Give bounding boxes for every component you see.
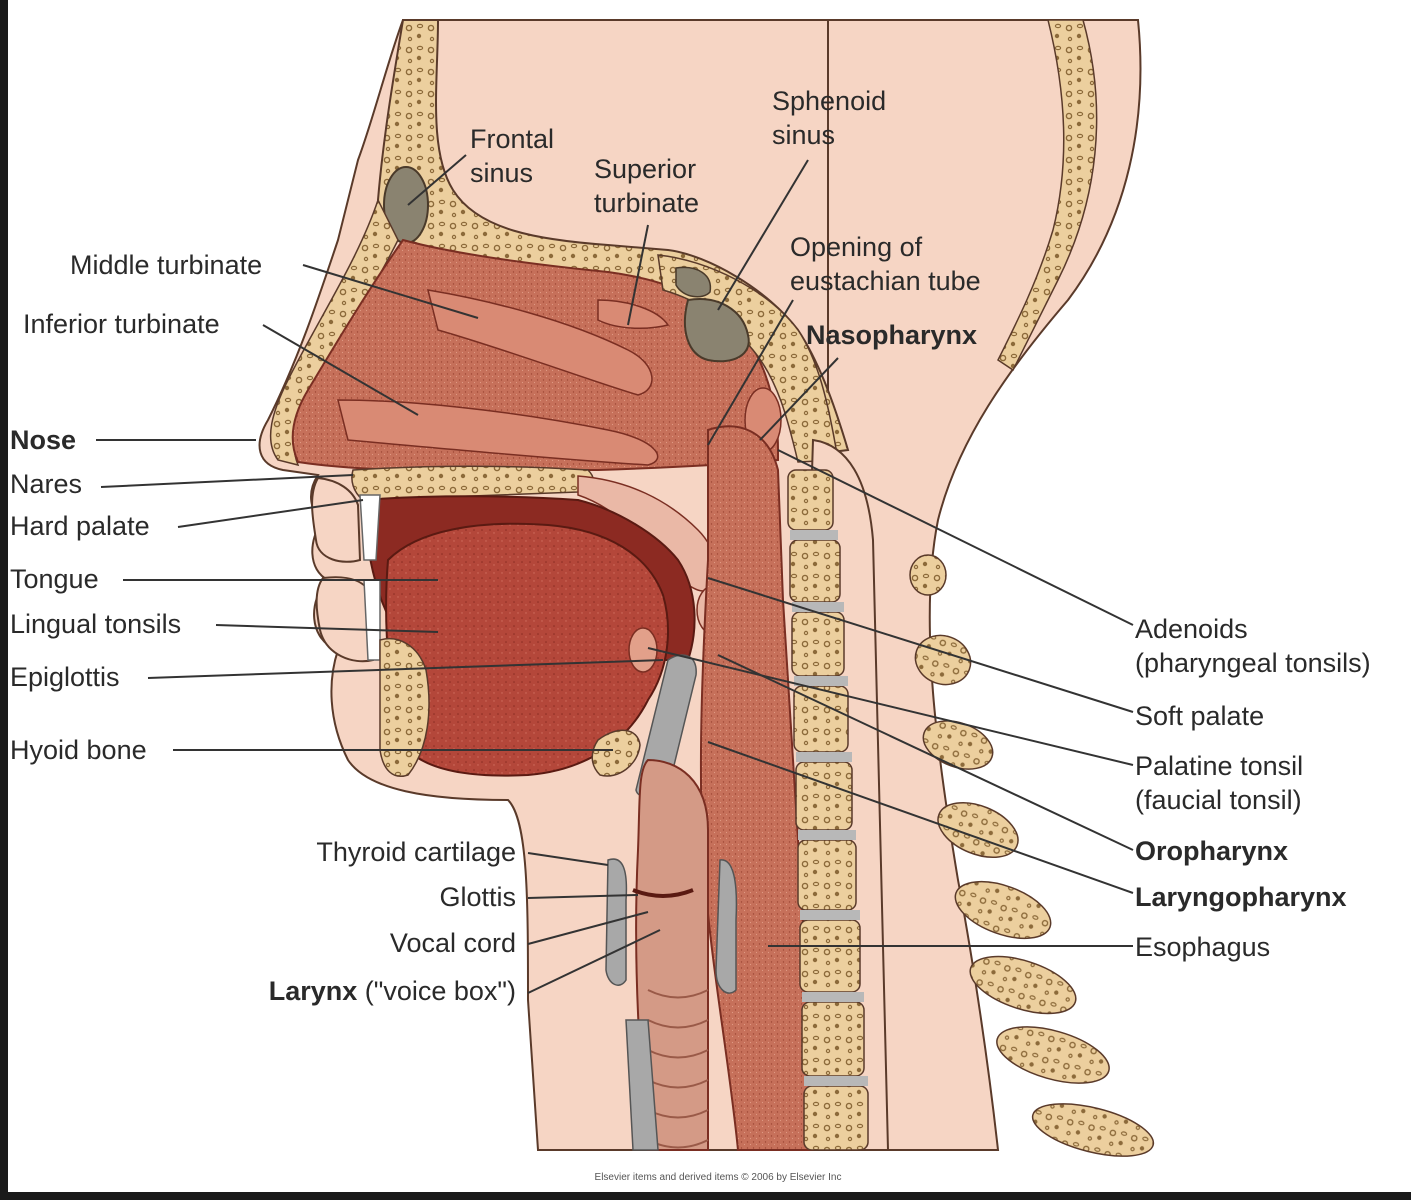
anatomy-illustration <box>96 19 1155 1157</box>
label-palatine-tonsil-line2: (faucial tonsil) <box>1135 785 1302 815</box>
image-border-left <box>0 0 8 1200</box>
copyright-credit: Elsevier items and derived items © 2006 … <box>594 1172 842 1183</box>
label-vocal-cord: Vocal cord <box>389 928 516 958</box>
label-epiglottis: Epiglottis <box>10 662 120 692</box>
label-laryngopharynx: Laryngopharynx <box>1135 882 1347 912</box>
spinous-processes <box>909 554 1155 1157</box>
label-superior-turbinate: Superior turbinate <box>594 152 699 220</box>
label-adenoids: Adenoids (pharyngeal tonsils) <box>1135 612 1371 680</box>
label-frontal-sinus-line2: sinus <box>470 158 534 188</box>
label-nasopharynx: Nasopharynx <box>806 320 978 350</box>
label-larynx-rest: ("voice box") <box>357 976 516 1006</box>
label-inferior-turbinate: Inferior turbinate <box>23 309 220 339</box>
neck-back-skin <box>827 19 1142 1151</box>
sphenoid-sinus-cavity <box>683 298 750 363</box>
label-lingual-tonsils: Lingual tonsils <box>10 609 182 639</box>
label-sphenoid-sinus-line1: Sphenoid <box>772 86 887 116</box>
cricoid-cartilage-shape <box>715 859 738 994</box>
mandible-bone <box>379 638 430 777</box>
label-middle-turbinate: Middle turbinate <box>70 250 263 280</box>
label-oropharynx: Oropharynx <box>1135 836 1289 866</box>
hyoid-shape <box>591 729 641 777</box>
label-palatine-tonsil-line1: Palatine tonsil <box>1135 751 1304 781</box>
vocal-cord-shape <box>632 888 694 898</box>
label-hyoid-bone: Hyoid bone <box>10 735 147 765</box>
label-adenoids-line1: Adenoids <box>1135 614 1248 644</box>
label-superior-turbinate-line1: Superior <box>594 154 697 184</box>
occipital-bone <box>997 19 1098 372</box>
sphenoid-sinus-small <box>675 266 712 298</box>
label-nares: Nares <box>10 469 83 499</box>
image-border-bottom <box>0 1192 1411 1200</box>
label-superior-turbinate-line2: turbinate <box>594 188 700 218</box>
label-adenoids-line2: (pharyngeal tonsils) <box>1135 648 1371 678</box>
label-frontal-sinus: Frontal sinus <box>470 122 554 190</box>
anatomy-diagram: Frontal sinus Superior turbinate Sphenoi… <box>8 0 1411 1192</box>
label-sphenoid-sinus: Sphenoid sinus <box>772 84 886 152</box>
label-opening-eustachian-tube: Opening of eustachian tube <box>790 230 981 298</box>
cervical-vertebrae <box>787 469 869 1151</box>
label-sphenoid-sinus-line2: sinus <box>772 120 836 150</box>
upper-tooth <box>359 494 381 561</box>
intervertebral-discs <box>790 530 868 1086</box>
label-larynx: Larynx ("voice box") <box>188 974 516 1008</box>
label-palatine-tonsil: Palatine tonsil (faucial tonsil) <box>1135 749 1303 817</box>
label-larynx-bold: Larynx <box>268 976 358 1006</box>
superior-turbinate-shape <box>597 299 670 330</box>
label-opening-eustachian-line1: Opening of <box>790 232 923 262</box>
label-esophagus: Esophagus <box>1135 932 1271 962</box>
label-opening-eustachian-line2: eustachian tube <box>790 266 981 296</box>
label-tongue: Tongue <box>10 564 99 594</box>
leader-lines <box>96 154 1134 994</box>
label-thyroid-cartilage: Thyroid cartilage <box>316 837 516 867</box>
tracheal-cartilage-front <box>625 1019 659 1151</box>
label-soft-palate: Soft palate <box>1135 701 1265 731</box>
label-nose: Nose <box>10 425 77 455</box>
inferior-turbinate-shape <box>337 399 659 466</box>
label-glottis: Glottis <box>439 882 516 912</box>
middle-turbinate-shape <box>426 289 653 396</box>
label-hard-palate: Hard palate <box>10 511 150 541</box>
label-frontal-sinus-line1: Frontal <box>470 124 555 154</box>
